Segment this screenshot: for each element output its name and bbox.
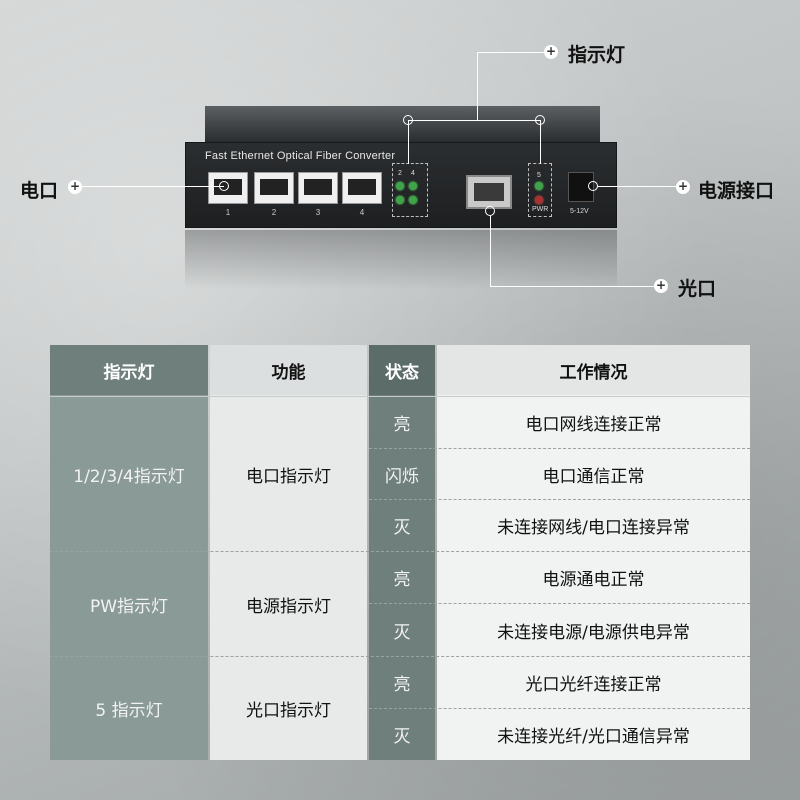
rj45-port-3	[298, 172, 338, 204]
callout-line	[477, 52, 545, 53]
led-2	[409, 182, 417, 190]
device-illustration: Fast Ethernet Optical Fiber Converter 1 …	[0, 0, 800, 340]
device-top	[205, 106, 600, 142]
device-reflection	[185, 230, 617, 290]
indicator-table: 指示灯 功能 状态 工作情况 1/2/3/4指示灯 电口指示灯 亮 电口网线连接…	[50, 345, 750, 760]
state-cell: 亮	[393, 570, 411, 590]
description-cell: 电口网线连接正常	[525, 415, 662, 435]
port-number: 1	[225, 208, 231, 217]
state-cell: 灭	[393, 622, 411, 643]
column-function	[210, 345, 367, 760]
device-model-text: Fast Ethernet Optical Fiber Converter	[205, 150, 396, 162]
callout-line	[477, 52, 478, 120]
divider	[369, 603, 750, 604]
callout-line	[490, 216, 491, 286]
group-indicator-cell: 1/2/3/4指示灯	[73, 466, 185, 487]
group-function-cell: 电源指示灯	[246, 596, 331, 617]
header-cell-bg	[50, 345, 208, 395]
callout-target-icon	[403, 115, 413, 125]
description-cell: 光口光纤连接正常	[525, 675, 662, 695]
pwr-led	[535, 196, 543, 204]
header-cell-bg	[210, 345, 367, 395]
divider	[50, 551, 750, 552]
port-led-group	[392, 163, 428, 217]
state-cell: 闪烁	[385, 466, 419, 487]
description-cell: 未连接光纤/光口通信异常	[497, 727, 690, 747]
column-indicator	[50, 345, 208, 760]
header-state: 状态	[385, 362, 419, 383]
column-description	[437, 345, 750, 760]
divider	[50, 656, 750, 657]
sfp-optical-port	[466, 175, 512, 209]
header-description: 工作情况	[559, 362, 628, 383]
callout-target-icon	[535, 115, 545, 125]
column-state	[369, 345, 435, 760]
led-4	[409, 196, 417, 204]
callout-line	[490, 286, 656, 287]
rj45-port-2	[254, 172, 294, 204]
callout-line	[540, 120, 541, 164]
group-indicator-cell: PW指示灯	[89, 596, 169, 617]
state-cell: 灭	[393, 518, 411, 538]
callout-target-icon	[219, 181, 229, 191]
group-function-cell: 电口指示灯	[246, 466, 331, 487]
divider	[50, 396, 750, 397]
callout-power-label: 电源接口	[698, 180, 775, 202]
led-label-pwr: PWR	[532, 206, 549, 213]
rj45-port-4	[342, 172, 382, 204]
state-cell: 亮	[393, 675, 411, 695]
led-3	[396, 196, 404, 204]
plus-icon: +	[654, 278, 668, 293]
divider	[369, 708, 750, 709]
header-indicator: 指示灯	[103, 362, 155, 383]
description-cell: 未连接网线/电口连接异常	[497, 518, 690, 538]
led-1	[396, 182, 404, 190]
plus-icon: +	[544, 44, 558, 59]
header-cell-bg	[369, 345, 435, 395]
port-number: 3	[315, 208, 321, 217]
group-function-cell: 光口指示灯	[246, 701, 331, 721]
callout-line	[598, 186, 678, 187]
plus-icon: +	[68, 179, 82, 194]
description-cell: 未连接电源/电源供电异常	[497, 622, 690, 643]
description-cell: 电口通信正常	[542, 466, 645, 487]
led-label: 2	[398, 170, 402, 177]
port-number: 2	[271, 208, 277, 217]
callout-rj45-label: 电口	[20, 180, 59, 202]
divider	[369, 448, 750, 449]
port-number: 4	[359, 208, 365, 217]
led-label: 4	[411, 170, 415, 177]
callout-line	[408, 120, 541, 121]
group-indicator-cell: 5 指示灯	[95, 701, 163, 721]
callout-target-icon	[588, 181, 598, 191]
plus-icon: +	[676, 179, 690, 194]
power-rating: 5-12V	[570, 208, 589, 215]
header-cell-bg	[437, 345, 750, 395]
divider	[369, 499, 750, 500]
description-cell: 电源通电正常	[542, 570, 645, 590]
led-label-5: 5	[537, 172, 541, 179]
callout-optical-label: 光口	[678, 278, 717, 300]
callout-line	[408, 120, 409, 164]
callout-target-icon	[485, 206, 495, 216]
led-5	[535, 182, 543, 190]
state-cell: 亮	[393, 415, 411, 435]
callout-line	[82, 186, 224, 187]
callout-indicator-label: 指示灯	[568, 44, 626, 66]
header-function: 功能	[271, 362, 306, 383]
state-cell: 灭	[393, 727, 411, 747]
